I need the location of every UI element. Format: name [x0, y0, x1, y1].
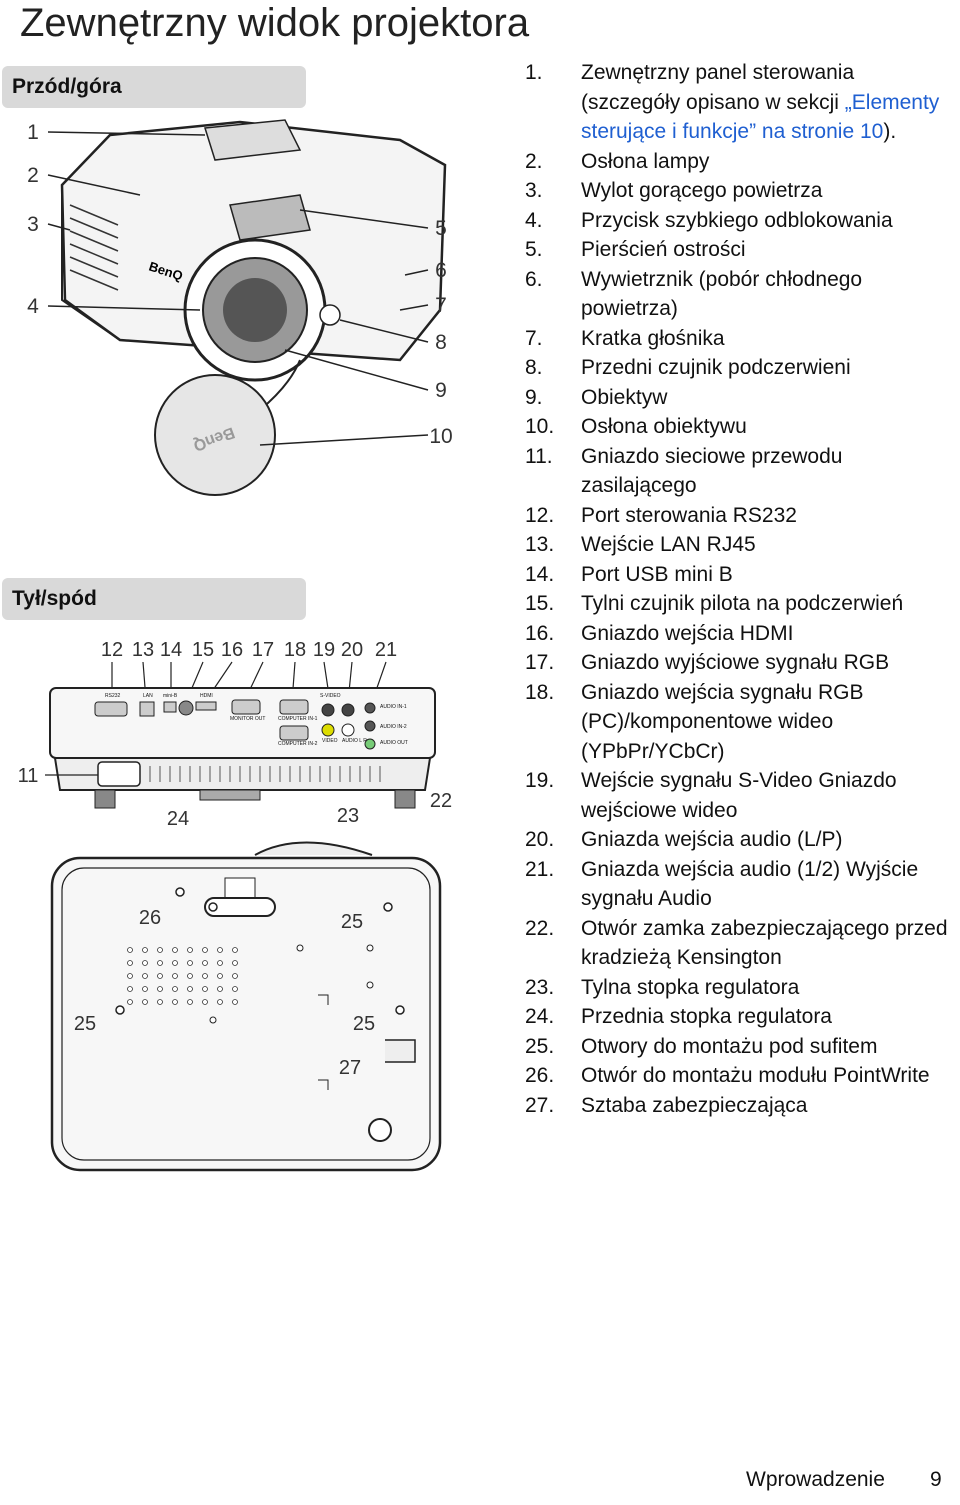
list-item: 5.Pierścień ostrości [525, 238, 746, 261]
label-audio-lr: AUDIO L R [342, 738, 367, 744]
list-item: 20.Gniazda wejścia audio (L/P) [525, 828, 843, 851]
callout-5: 5 [435, 217, 447, 240]
callout-20: 20 [341, 639, 363, 661]
page-number: 9 [930, 1468, 942, 1491]
back-callouts-top: 12 13 14 15 16 17 18 19 20 21 [101, 639, 397, 661]
label-audio-in1: AUDIO IN-1 [380, 704, 407, 710]
list-item: 10.Osłona obiektywu [525, 415, 747, 438]
label-audio-out: AUDIO OUT [380, 740, 408, 746]
callout-1: 1 [27, 121, 39, 144]
list-item: 1.Zewnętrzny panel sterowania (szczegóły… [525, 61, 940, 144]
list-item: 24.Przednia stopka regulatora [525, 1005, 832, 1028]
list-item: 26.Otwór do montażu modułu PointWrite [525, 1064, 930, 1087]
list-item: 21.Gniazda wejścia audio (1/2) Wyjście s… [525, 857, 919, 911]
callout-6: 6 [435, 259, 447, 282]
list-item: 11.Gniazdo sieciowe przewodu zasilająceg… [525, 444, 843, 498]
label-svideo: S-VIDEO [320, 693, 341, 699]
callout-17: 17 [252, 639, 274, 661]
callout-26: 26 [139, 907, 161, 929]
callout-22: 22 [430, 790, 452, 812]
callout-2: 2 [27, 164, 39, 187]
list-item: 13.Wejście LAN RJ45 [525, 533, 756, 556]
callout-14: 14 [160, 639, 182, 661]
callout-24: 24 [167, 808, 189, 830]
list-item: 3.Wylot gorącego powietrza [525, 179, 823, 202]
page-title: Zewnętrzny widok projektora [20, 1, 530, 45]
callout-7: 7 [435, 294, 447, 317]
callout-3: 3 [27, 213, 39, 236]
callout-12: 12 [101, 639, 123, 661]
callout-10: 10 [429, 425, 452, 448]
label-mini-b: mini-B [163, 693, 178, 699]
list-item: 23.Tylna stopka regulatora [525, 975, 800, 999]
callout-25-left: 25 [74, 1013, 96, 1035]
callout-11: 11 [18, 765, 39, 787]
callout-8: 8 [435, 331, 447, 354]
list-item: 27.Sztaba zabezpieczająca [525, 1093, 808, 1117]
callout-19: 19 [313, 639, 335, 661]
list-item: 18.Gniazdo wejścia sygnału RGB (PC)/komp… [525, 680, 864, 763]
list-item: 17.Gniazdo wyjściowe sygnału RGB [525, 651, 890, 674]
list-item: 7.Kratka głośnika [525, 326, 725, 350]
list-item: 14.Port USB mini B [525, 562, 733, 586]
list-item: 19.Wejście sygnału S-Video Gniazdo wejśc… [525, 769, 897, 822]
label-lan: LAN [143, 693, 153, 699]
list-item: 6.Wywietrznik (pobór chłodnego powietrza… [525, 267, 863, 321]
label-computer-in1: COMPUTER IN-1 [278, 716, 318, 722]
callout-23: 23 [337, 805, 359, 827]
callout-27: 27 [339, 1057, 361, 1079]
front-callouts: 1 2 3 4 5 6 7 8 9 10 [27, 121, 453, 448]
controls-section-link[interactable]: „Elementy sterujące i funkcje” na stroni… [581, 90, 940, 144]
page-footer: Wprowadzenie 9 [0, 1468, 960, 1498]
callout-21: 21 [375, 639, 397, 661]
list-item: 9.Obiektyw [525, 385, 668, 409]
list-item: 8.Przedni czujnik podczerwieni [525, 356, 851, 379]
callout-18: 18 [284, 639, 306, 661]
projector-front-figure: BenQ BenQ 1 2 3 4 5 6 7 8 9 10 [27, 119, 453, 496]
section-front-header: Przód/góra [2, 66, 306, 108]
callout-13: 13 [132, 639, 154, 661]
list-item: 22.Otwór zamka zabezpieczającego przed k… [525, 916, 948, 970]
list-item: 2.Osłona lampy [525, 149, 710, 173]
list-item: 12.Port sterowania RS232 [525, 503, 797, 527]
label-computer-in2: COMPUTER IN-2 [278, 741, 318, 747]
section-back-header: Tył/spód [2, 578, 306, 620]
list-item: 15.Tylni czujnik pilota na podczerwień [525, 592, 904, 615]
list-item: 16.Gniazdo wejścia HDMI [525, 621, 794, 645]
projector-back-figure: 12 13 14 15 16 17 18 19 20 21 RS232 LAN … [18, 639, 452, 1172]
callout-4: 4 [27, 295, 39, 318]
label-audio-in2: AUDIO IN-2 [380, 724, 407, 730]
footer-section-name: Wprowadzenie [746, 1468, 885, 1491]
label-video: VIDEO [322, 738, 338, 744]
callout-15: 15 [192, 639, 214, 661]
callout-9: 9 [435, 379, 447, 402]
component-list: 1.Zewnętrzny panel sterowania (szczegóły… [525, 58, 955, 1120]
label-rs232: RS232 [105, 693, 121, 699]
label-monitor-out: MONITOR OUT [230, 716, 265, 722]
callout-25-right: 25 [353, 1013, 375, 1035]
callout-25-top: 25 [341, 911, 363, 933]
callout-16: 16 [221, 639, 243, 661]
list-item: 4.Przycisk szybkiego odblokowania [525, 208, 893, 232]
label-hdmi: HDMI [200, 693, 213, 699]
list-item: 25.Otwory do montażu pod sufitem [525, 1034, 878, 1058]
